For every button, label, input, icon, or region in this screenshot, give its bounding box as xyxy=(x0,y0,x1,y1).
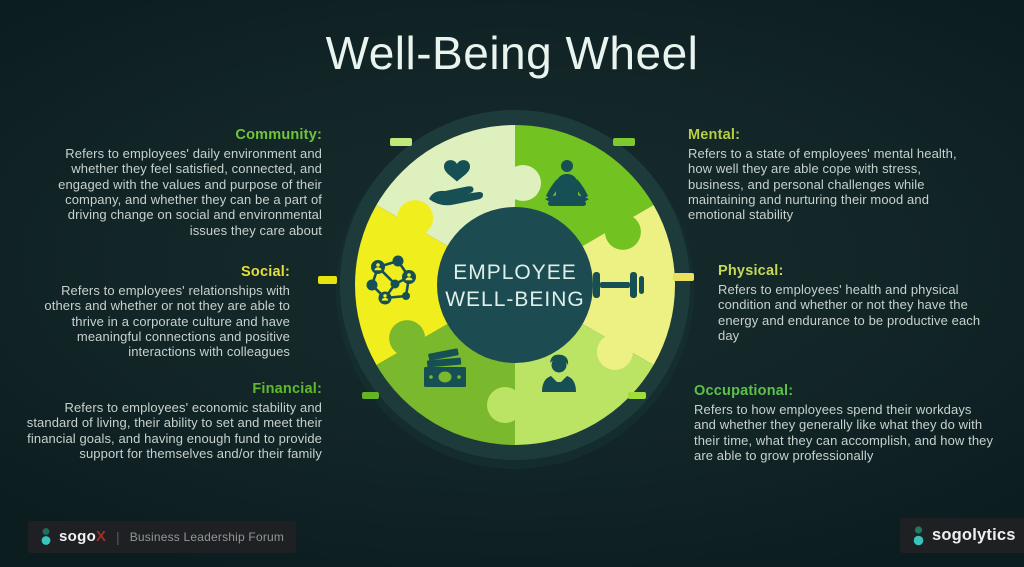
center-label-line2: WELL-BEING xyxy=(445,288,585,311)
community-text: Refers to employees' daily environment a… xyxy=(58,146,322,238)
tick-bottom-left xyxy=(362,392,379,399)
tick-bottom-right xyxy=(628,392,646,399)
community-heading: Community: xyxy=(235,127,322,143)
financial-section: Financial: Refers to employees' economic… xyxy=(14,381,322,461)
tick-left xyxy=(318,276,337,284)
knob-occupational xyxy=(487,387,523,423)
tick-top-right xyxy=(613,138,635,146)
center-circle xyxy=(437,207,593,363)
knob-financial xyxy=(389,320,426,357)
forum-logo: sogoX | Business Leadership Forum xyxy=(28,521,297,553)
wellbeing-wheel: EMPLOYEE WELL-BEING xyxy=(315,85,715,485)
mental-text: Refers to a state of employees' mental h… xyxy=(688,146,957,223)
financial-text: Refers to employees' economic stability … xyxy=(26,400,322,461)
brand-sogo-text: sogo xyxy=(59,528,97,545)
brand-sogo: sogoX xyxy=(59,528,106,546)
banknotes-icon xyxy=(424,348,466,387)
occupational-text: Refers to how employees spend their work… xyxy=(694,402,994,463)
sogolytics-name: sogolytics xyxy=(932,526,1016,544)
knob-mental xyxy=(604,213,641,250)
community-section: Community: Refers to employees' daily en… xyxy=(28,127,322,238)
forum-name: Business Leadership Forum xyxy=(129,530,285,544)
occupational-heading: Occupational: xyxy=(694,383,794,399)
occupational-section: Occupational: Refers to how employees sp… xyxy=(694,383,994,463)
businessman-icon xyxy=(542,354,576,392)
social-text: Refers to employees' relationships with … xyxy=(44,283,290,360)
segment-social xyxy=(355,205,449,365)
page-title: Well-Being Wheel xyxy=(325,27,699,79)
meditation-icon xyxy=(545,160,589,206)
tick-top-left xyxy=(390,138,412,146)
physical-heading: Physical: xyxy=(718,263,784,279)
knob-social xyxy=(397,200,434,237)
physical-section: Physical: Refers to employees' health an… xyxy=(718,263,998,343)
knob-physical xyxy=(596,333,633,370)
sogolytics-dots-icon xyxy=(913,525,924,545)
people-network-icon xyxy=(366,255,416,305)
sogo-dots-icon xyxy=(41,528,51,545)
sogolytics-logo: sogolytics xyxy=(900,518,1024,553)
brand-divider: | xyxy=(116,529,120,545)
financial-heading: Financial: xyxy=(252,381,322,397)
center-label-line1: EMPLOYEE xyxy=(453,261,577,284)
brand-x-text: X xyxy=(96,528,107,545)
knob-community xyxy=(505,165,541,201)
mental-heading: Mental: xyxy=(688,127,741,143)
wheel-svg: EMPLOYEE WELL-BEING xyxy=(318,110,694,469)
social-section: Social: Refers to employees' relationshi… xyxy=(28,264,290,360)
mental-section: Mental: Refers to a state of employees' … xyxy=(688,127,980,223)
social-heading: Social: xyxy=(241,264,290,280)
hand-heart-icon xyxy=(429,160,484,206)
physical-text: Refers to employees' health and physical… xyxy=(718,282,981,343)
tick-right xyxy=(673,273,694,281)
